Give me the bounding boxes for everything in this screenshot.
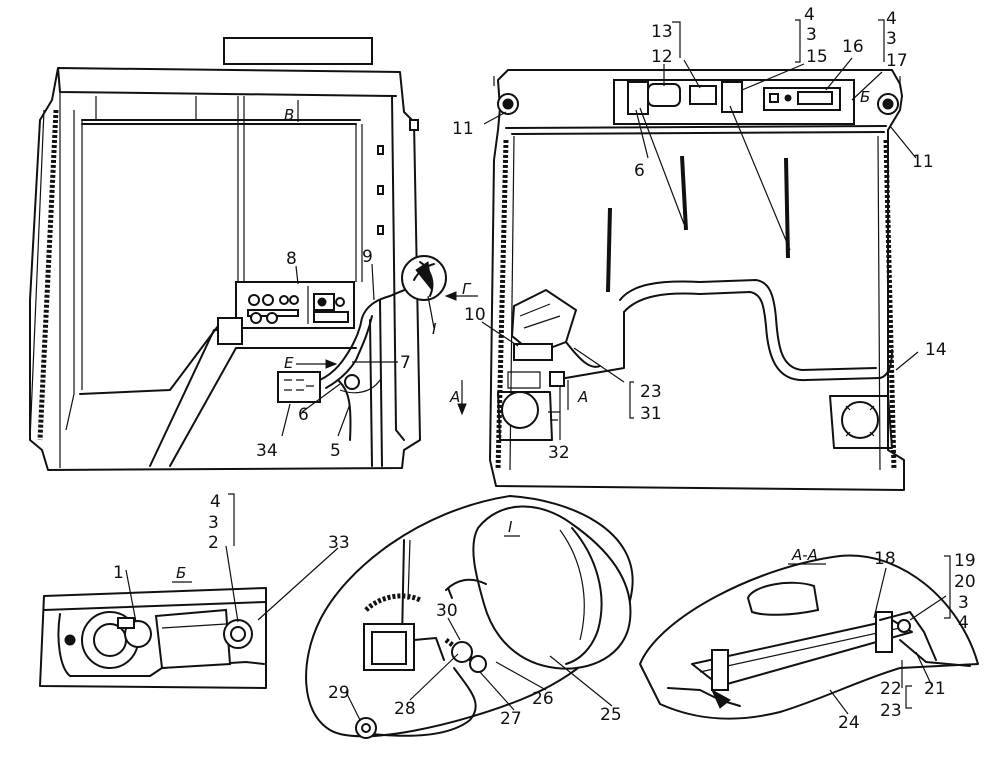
callout-25: 25 bbox=[600, 705, 622, 725]
callout-24: 24 bbox=[838, 713, 860, 733]
callout-33: 33 bbox=[328, 533, 350, 553]
callout-14: 14 bbox=[925, 340, 947, 360]
wiper-blade-3 bbox=[606, 207, 612, 293]
callout-23-right: 23 bbox=[640, 382, 662, 402]
callout-3-b: 3 bbox=[208, 513, 219, 533]
detail-title-aa: А-А bbox=[791, 546, 818, 564]
mark-v: В bbox=[284, 106, 294, 124]
callout-17: 17 bbox=[886, 51, 908, 71]
callout-7: 7 bbox=[400, 353, 411, 373]
rear-lamp-12 bbox=[647, 83, 681, 107]
left-door-seal bbox=[37, 109, 59, 441]
callout-labels: 1 2 3 4 5 6 7 8 9 10 11 11 12 13 14 15 3… bbox=[113, 5, 976, 733]
mark-e: Е bbox=[284, 354, 294, 372]
callout-18: 18 bbox=[874, 549, 896, 569]
leader-lines bbox=[125, 19, 951, 721]
left-cab-outline bbox=[29, 67, 421, 471]
rear-right-seal bbox=[883, 139, 897, 471]
callout-12: 12 bbox=[651, 47, 673, 67]
callout-26: 26 bbox=[532, 689, 554, 709]
callout-31: 31 bbox=[640, 404, 662, 424]
detail-i bbox=[305, 495, 634, 739]
callout-8: 8 bbox=[286, 249, 297, 269]
panel-bracket bbox=[217, 317, 243, 345]
callout-16: 16 bbox=[842, 37, 864, 57]
detail-b bbox=[39, 587, 267, 689]
lamp-housing bbox=[746, 581, 820, 616]
callout-22: 22 bbox=[880, 679, 902, 699]
mirror-head bbox=[472, 505, 632, 670]
callout-32: 32 bbox=[548, 443, 570, 463]
callout-28: 28 bbox=[394, 699, 416, 719]
callout-29: 29 bbox=[328, 683, 350, 703]
callout-5: 5 bbox=[330, 441, 341, 461]
callout-27: 27 bbox=[500, 709, 522, 729]
mark-g: Г bbox=[462, 280, 472, 298]
wiper-blade-1 bbox=[680, 155, 688, 231]
callout-3-aa: 3 bbox=[958, 593, 969, 613]
detail-aa bbox=[639, 554, 979, 720]
callout-9: 9 bbox=[362, 247, 373, 267]
callout-4-top: 4 bbox=[804, 5, 815, 25]
mark-b: Б bbox=[860, 88, 870, 106]
callout-13: 13 bbox=[651, 22, 673, 42]
callout-2: 2 bbox=[208, 533, 219, 553]
callout-30: 30 bbox=[436, 601, 458, 621]
callout-4-aa: 4 bbox=[958, 613, 969, 633]
callout-21: 21 bbox=[924, 679, 946, 699]
roof-unit bbox=[223, 37, 373, 65]
callout-11-right: 11 bbox=[912, 152, 934, 172]
left-cab-view bbox=[29, 37, 478, 471]
callout-4-b: 4 bbox=[210, 492, 221, 512]
mark-i: I bbox=[432, 320, 437, 338]
callout-15: 15 bbox=[806, 47, 828, 67]
callout-3-top: 3 bbox=[806, 25, 817, 45]
callout-4-top-right: 4 bbox=[886, 9, 897, 29]
callout-6-right: 6 bbox=[634, 161, 645, 181]
callout-6-left: 6 bbox=[298, 405, 309, 425]
callout-23-aa: 23 bbox=[880, 701, 902, 721]
section-marks: В Г Е Б А А I Б I А-А bbox=[172, 88, 870, 583]
detail-title-i: I bbox=[508, 518, 513, 536]
wiper-blade-2 bbox=[784, 157, 790, 259]
rear-lamp-left bbox=[501, 391, 539, 429]
right-cab-view bbox=[457, 69, 905, 491]
callout-11-left: 11 bbox=[452, 119, 474, 139]
callout-20: 20 bbox=[954, 572, 976, 592]
fuse-block bbox=[277, 371, 321, 403]
mark-a-left: А bbox=[449, 388, 460, 406]
callout-3-top-right: 3 bbox=[886, 29, 897, 49]
callout-34: 34 bbox=[256, 441, 278, 461]
callout-19: 19 bbox=[954, 551, 976, 571]
mark-a-right: А bbox=[577, 388, 588, 406]
callout-1: 1 bbox=[113, 563, 124, 583]
rear-lamp-right bbox=[841, 401, 879, 439]
callout-10: 10 bbox=[464, 305, 486, 325]
detail-title-b: Б bbox=[176, 564, 186, 582]
